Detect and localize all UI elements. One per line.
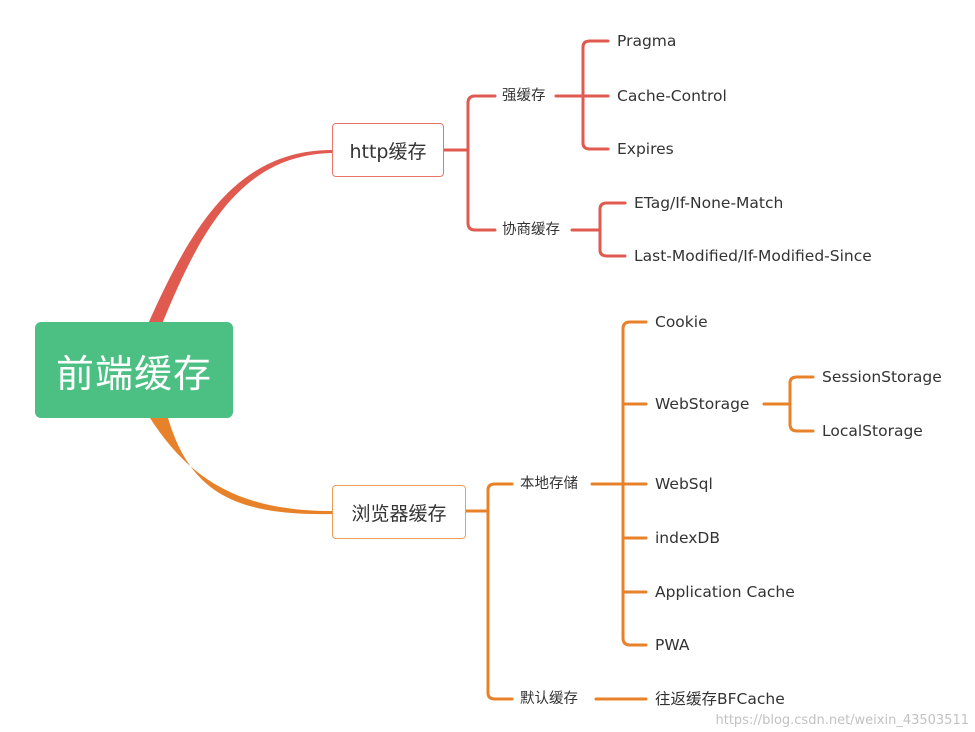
leaf-indexdb[interactable]: indexDB bbox=[655, 529, 720, 547]
http-cache-node[interactable]: http缓存 bbox=[332, 123, 444, 177]
leaf-cache-control[interactable]: Cache-Control bbox=[617, 87, 727, 105]
leaf-sessionstorage[interactable]: SessionStorage bbox=[822, 368, 942, 386]
connector-root-http bbox=[148, 150, 332, 324]
leaf-webstorage[interactable]: WebStorage bbox=[655, 395, 750, 413]
default-cache-node[interactable]: 默认缓存 bbox=[520, 691, 578, 707]
leaf-pwa[interactable]: PWA bbox=[655, 636, 690, 654]
leaf-expires[interactable]: Expires bbox=[617, 140, 674, 158]
leaf-etag[interactable]: ETag/If-None-Match bbox=[634, 194, 784, 212]
connector-root-browser bbox=[150, 418, 332, 515]
strong-cache-node[interactable]: 强缓存 bbox=[502, 88, 546, 104]
local-storage-node[interactable]: 本地存储 bbox=[520, 476, 578, 492]
root-node[interactable]: 前端缓存 bbox=[35, 322, 233, 418]
leaf-localstorage[interactable]: LocalStorage bbox=[822, 422, 923, 440]
leaf-bfcache[interactable]: 往返缓存BFCache bbox=[655, 690, 785, 708]
leaf-websql[interactable]: WebSql bbox=[655, 475, 713, 493]
leaf-cookie[interactable]: Cookie bbox=[655, 313, 708, 331]
watermark: https://blog.csdn.net/weixin_43503511 bbox=[715, 713, 969, 728]
negotiate-cache-node[interactable]: 协商缓存 bbox=[502, 222, 560, 238]
leaf-last-modified[interactable]: Last-Modified/If-Modified-Since bbox=[634, 247, 872, 265]
browser-cache-node[interactable]: 浏览器缓存 bbox=[332, 485, 466, 539]
leaf-pragma[interactable]: Pragma bbox=[617, 32, 677, 50]
leaf-application-cache[interactable]: Application Cache bbox=[655, 583, 795, 601]
